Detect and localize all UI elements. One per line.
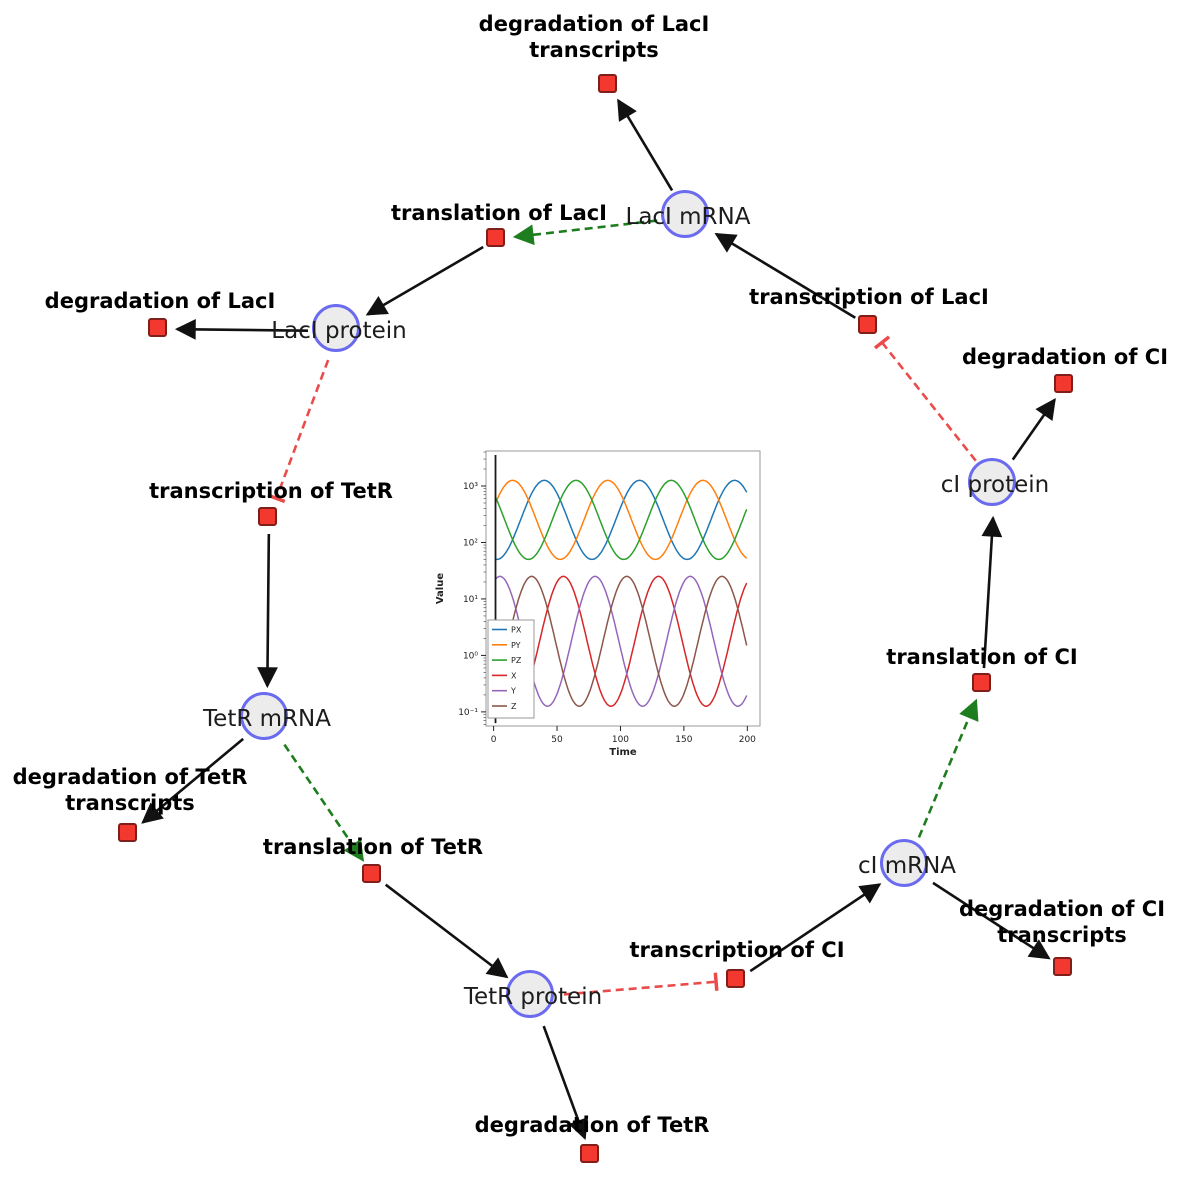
legend-label-PX: PX bbox=[511, 626, 522, 635]
reaction-node-deg_lacI_tx[interactable] bbox=[598, 74, 617, 93]
x-tick-label: 50 bbox=[551, 735, 563, 745]
x-tick-label: 100 bbox=[612, 735, 629, 745]
species-node-lacI_mRNA[interactable] bbox=[661, 190, 709, 238]
reaction-node-deg_tetR[interactable] bbox=[580, 1144, 599, 1163]
species-label-lacI_mRNA: LacI mRNA bbox=[625, 203, 751, 230]
legend-label-X: X bbox=[511, 671, 517, 680]
reaction-label-line: transcripts bbox=[529, 37, 659, 62]
reaction-label-line: transcription of TetR bbox=[149, 479, 393, 503]
series-PY bbox=[494, 479, 748, 561]
edge-production-transl_cI-cI_prot bbox=[981, 515, 1003, 669]
reaction-node-transl_lacI[interactable] bbox=[486, 228, 505, 247]
edge-consumption-tetR_mRNA-deg_tetR_tx bbox=[141, 737, 245, 824]
reaction-label-line: degradation of CI bbox=[961, 345, 1169, 369]
edge-inhibition-lacI_prot-txn_tetR bbox=[275, 359, 330, 499]
legend-label-Z: Z bbox=[511, 702, 517, 711]
reaction-node-txn_lacI[interactable] bbox=[858, 315, 877, 334]
reaction-node-deg_tetR_tx[interactable] bbox=[118, 823, 137, 842]
x-tick-label: 200 bbox=[739, 735, 756, 745]
reaction-node-txn_cI[interactable] bbox=[726, 969, 745, 988]
reaction-label-transl_cI: translation of CI bbox=[886, 645, 1077, 671]
reaction-label-line: transcripts bbox=[997, 922, 1127, 947]
reaction-label-line: translation of LacI bbox=[391, 201, 607, 225]
series-X bbox=[494, 575, 748, 707]
reaction-label-deg_cI: degradation of CI bbox=[962, 345, 1168, 371]
edge-modifier-cI_mRNA-transl_cI bbox=[917, 698, 979, 838]
inhibition-tbar-tetR_prot-txn_cI bbox=[713, 972, 719, 991]
reaction-label-deg_lacI: degradation of LacI bbox=[45, 289, 276, 315]
x-axis-label: Time bbox=[609, 747, 637, 757]
y-axis-label: Value bbox=[435, 573, 446, 604]
series-Y bbox=[494, 575, 748, 707]
species-node-tetR_prot[interactable] bbox=[506, 970, 554, 1018]
reaction-label-line: degradation of LacI bbox=[478, 12, 710, 36]
species-label-cI_mRNA: cI mRNA bbox=[857, 852, 957, 879]
reaction-label-txn_cI: transcription of CI bbox=[629, 938, 844, 964]
series-PX bbox=[495, 479, 748, 561]
plot-frame bbox=[485, 450, 761, 727]
edge-production-transl_lacI-lacI_prot bbox=[365, 245, 484, 316]
edge-consumption-tetR_prot-deg_tetR bbox=[542, 1025, 589, 1141]
reaction-label-deg_tetR: degradation of TetR bbox=[475, 1113, 710, 1139]
y-tick-label: 10⁻¹ bbox=[458, 708, 478, 718]
reaction-node-deg_cI[interactable] bbox=[1054, 374, 1073, 393]
reaction-node-transl_cI[interactable] bbox=[972, 673, 991, 692]
species-label-tetR_prot: TetR protein bbox=[463, 983, 603, 1010]
edge-modifier-lacI_mRNA-transl_lacI bbox=[512, 219, 658, 246]
x-tick-label: 150 bbox=[675, 735, 692, 745]
species-node-tetR_mRNA[interactable] bbox=[240, 692, 288, 740]
y-tick-label: 10¹ bbox=[463, 595, 478, 605]
reaction-label-transl_tetR: translation of TetR bbox=[263, 835, 483, 861]
reaction-label-txn_tetR: transcription of TetR bbox=[149, 479, 393, 505]
reaction-label-line: degradation of LacI bbox=[44, 289, 276, 313]
edge-production-txn_lacI-lacI_mRNA bbox=[714, 232, 856, 319]
edge-consumption-lacI_prot-deg_lacI bbox=[174, 319, 309, 340]
edge-consumption-cI_prot-deg_cI bbox=[1011, 398, 1056, 461]
species-label-cI_prot: cI protein bbox=[940, 471, 1050, 498]
x-tick-label: 0 bbox=[491, 735, 497, 745]
reaction-label-transl_lacI: translation of LacI bbox=[391, 201, 607, 227]
reaction-node-deg_cI_tx[interactable] bbox=[1053, 957, 1072, 976]
edge-consumption-lacI_mRNA-deg_lacI_tx bbox=[617, 98, 674, 192]
legend-label-Y: Y bbox=[510, 687, 516, 696]
species-node-cI_mRNA[interactable] bbox=[880, 839, 928, 887]
y-tick-label: 10² bbox=[463, 538, 478, 548]
y-tick-label: 10⁰ bbox=[463, 651, 478, 661]
edge-production-transl_tetR-tetR_prot bbox=[384, 883, 509, 979]
reaction-label-line: degradation of CI bbox=[958, 897, 1166, 921]
edge-production-txn_cI-cI_mRNA bbox=[749, 883, 882, 973]
y-tick-label: 10³ bbox=[463, 482, 478, 492]
species-node-cI_prot[interactable] bbox=[968, 458, 1016, 506]
reaction-label-line: transcription of LacI bbox=[749, 285, 989, 309]
plot-legend bbox=[487, 619, 535, 719]
reaction-label-line: degradation of TetR bbox=[12, 765, 248, 789]
reaction-label-line: translation of CI bbox=[886, 645, 1078, 669]
species-node-lacI_prot[interactable] bbox=[312, 304, 360, 352]
series-Z bbox=[494, 575, 748, 707]
reaction-label-txn_lacI: transcription of LacI bbox=[749, 285, 989, 311]
reaction-node-txn_tetR[interactable] bbox=[258, 507, 277, 526]
edge-modifier-tetR_mRNA-transl_tetR bbox=[283, 743, 365, 862]
species-label-tetR_mRNA: TetR mRNA bbox=[203, 705, 331, 732]
reaction-label-line: transcription of CI bbox=[629, 938, 845, 962]
edge-consumption-cI_mRNA-deg_cI_tx bbox=[932, 881, 1051, 960]
reaction-label-line: translation of TetR bbox=[262, 835, 484, 859]
edge-production-txn_tetR-tetR_mRNA bbox=[257, 533, 278, 689]
reaction-label-line: degradation of TetR bbox=[474, 1113, 710, 1137]
legend-label-PY: PY bbox=[511, 641, 521, 650]
reaction-node-deg_lacI[interactable] bbox=[148, 318, 167, 337]
legend-label-PZ: PZ bbox=[511, 656, 522, 665]
reaction-node-transl_tetR[interactable] bbox=[362, 864, 381, 883]
species-label-lacI_prot: LacI protein bbox=[271, 317, 407, 344]
series-PZ bbox=[494, 479, 748, 561]
reaction-label-line: transcripts bbox=[65, 790, 195, 815]
